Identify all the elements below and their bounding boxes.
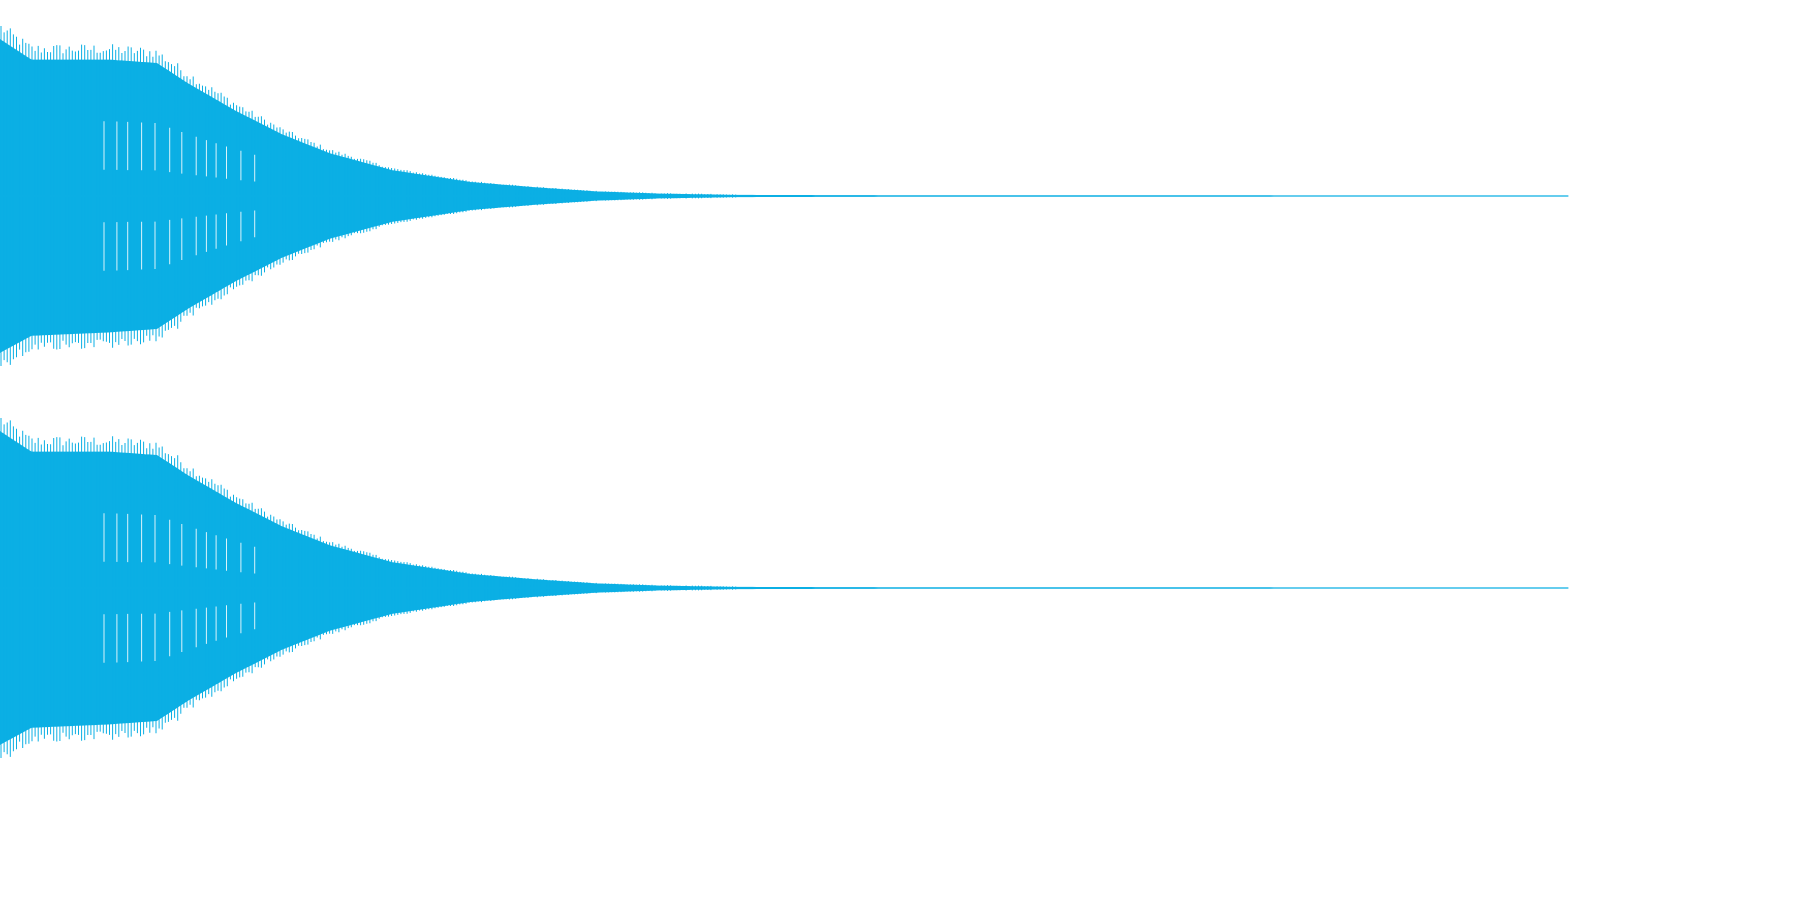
- channel-group: [0, 26, 1569, 758]
- channel-2-waveform: [0, 418, 1569, 758]
- channel-2-striations: [103, 513, 256, 663]
- channel-1-waveform: [0, 26, 1569, 366]
- channel-1-striations: [103, 121, 256, 271]
